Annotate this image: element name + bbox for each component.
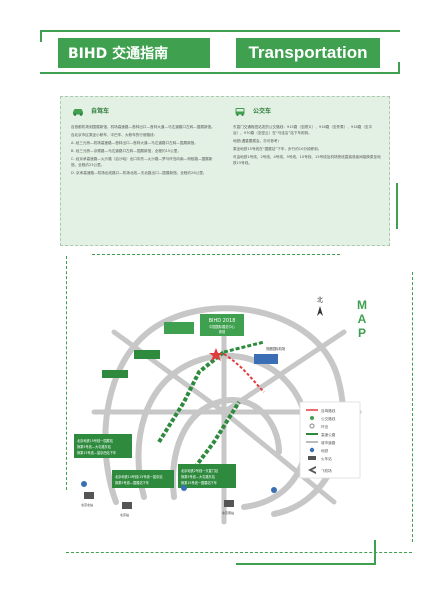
legend-label: 高速公路 bbox=[321, 432, 336, 437]
legend-label: 城市道路 bbox=[321, 440, 336, 445]
svg-text:北京地铁15号线一国展站: 北京地铁15号线一国展站 bbox=[77, 438, 114, 443]
driving-column: 自驾车 自首都机场到国展新馆，机场高速路—首林出口—首林大道—马达道路口左转—国… bbox=[71, 107, 219, 178]
driving-line: A. 经三元桥—机场高速路—首林出口—首林大道—马达道路口左转—国展新馆。 bbox=[71, 141, 198, 145]
subway-icon bbox=[181, 485, 187, 491]
header-right-tick bbox=[398, 62, 400, 74]
header-bottom-line bbox=[40, 72, 400, 74]
driving-line: B. 经三元桥—京顺路—马达道路口左转—国展新馆，全程约15公里。 bbox=[71, 149, 181, 153]
bus-icon bbox=[235, 108, 245, 116]
svg-text:换乘15号线一国展站下车: 换乘15号线一国展站下车 bbox=[181, 480, 217, 485]
map-frame-left bbox=[66, 256, 67, 490]
airport-marker bbox=[254, 354, 278, 364]
subway-icon bbox=[81, 481, 87, 487]
train-station-icon: 北京南站 bbox=[222, 500, 234, 515]
svg-text:换乘5号线—大屯路东站: 换乘5号线—大屯路东站 bbox=[181, 474, 216, 479]
svg-text:换乘5号线—国展站下车: 换乘5号线—国展站下车 bbox=[115, 480, 149, 485]
bus-column: 公交车 东直门交通枢纽站发的公交路线：915路（至顺义）、916路（至怀柔）、9… bbox=[233, 107, 381, 168]
driving-title: 自驾车 bbox=[91, 107, 110, 115]
map-frame-top bbox=[92, 254, 340, 255]
legend-label: 火车站 bbox=[321, 456, 332, 461]
svg-text:换乘13号线—望京西站下车: 换乘13号线—望京西站下车 bbox=[77, 450, 116, 455]
frame-accent-right bbox=[396, 183, 398, 229]
legend-label: 自驾路线 bbox=[321, 408, 336, 413]
subway-box-1: 北京地铁15号线一国展站 换乘5号线—大屯路东站 换乘13号线—望京西站下车 bbox=[74, 434, 132, 458]
legend-label: 地铁 bbox=[321, 448, 329, 453]
map-frame-bottom bbox=[66, 552, 412, 553]
svg-text:北京地铁14号线/15号线一望京站: 北京地铁14号线/15号线一望京站 bbox=[115, 474, 163, 479]
header-left-tick bbox=[40, 30, 42, 42]
driving-line: 自北京市区乘坐小轿车、中巴车、大轿车的行驶路线： bbox=[71, 133, 158, 137]
subway-box-3: 北京地铁2号线一东直门站 换乘5号线—大屯路东站 换乘15号线一国展站下车 bbox=[178, 464, 236, 488]
subway-box-2: 北京地铁14号线/15号线一望京站 换乘5号线—国展站下车 bbox=[112, 470, 174, 488]
legend-label: 环岛 bbox=[321, 424, 329, 429]
venue-label-cn: 中国国际展览中心 bbox=[209, 324, 235, 329]
map-frame-right bbox=[412, 272, 413, 542]
car-icon bbox=[73, 109, 83, 116]
map-vertical-label: M A P bbox=[357, 298, 367, 340]
driving-line: C. 经京承高速路—火沙路（后沙峪）出口向东—火沙路—梦马环岛向南—蚂蚁路—国展… bbox=[71, 157, 213, 167]
venue-label-en: BIHD 2018 bbox=[209, 318, 236, 324]
svg-text:北京北站: 北京北站 bbox=[81, 502, 93, 507]
train-station-icon: 北京北站 bbox=[81, 492, 94, 507]
map-legend: 自驾路线 公交路线 环岛 高速公路 城市道路 地铁 火车站 飞机场 bbox=[299, 401, 361, 479]
driving-line: D. 京承高速路—机场北线路口—机场北线—天北路出口—国展新馆，全程约26公里。 bbox=[71, 171, 207, 175]
page-title-en: Transportation bbox=[236, 38, 380, 68]
driving-line: 自首都机场到国展新馆，机场高速路—首林出口—首林大道—马达道路口左转—国展新馆。 bbox=[71, 125, 215, 129]
bus-line: 可由地铁1号线、2号线、4号线、5号线、10号线、13号线及机场快线直接或者间接… bbox=[233, 155, 381, 165]
train-station-icon: 北京站 bbox=[120, 502, 132, 517]
info-panel: 自驾车 自首都机场到国展新馆，机场高速路—首林出口—首林大道—马达道路口左转—国… bbox=[60, 96, 390, 246]
svg-text:换乘5号线—大屯路东站: 换乘5号线—大屯路东站 bbox=[77, 444, 112, 449]
subway-icon bbox=[271, 487, 277, 493]
bus-line: 乘坐地铁15号线在“国展站”下车，步行约10分钟即到。 bbox=[233, 147, 322, 151]
svg-text:北京地铁2号线一东直门站: 北京地铁2号线一东直门站 bbox=[181, 468, 219, 473]
north-arrow-icon: 北 bbox=[317, 296, 323, 316]
svg-text:北京南站: 北京南站 bbox=[222, 510, 234, 515]
legend-label: 飞机场 bbox=[321, 468, 332, 473]
legend-label: 公交路线 bbox=[321, 416, 336, 421]
svg-text:北京站: 北京站 bbox=[120, 512, 129, 517]
frame-accent-bottom bbox=[236, 563, 376, 565]
bus-line: 地铁(遇重要展会，亦可参考) bbox=[233, 139, 279, 143]
route-map: 自驾路线 公交路线 环岛 高速公路 城市道路 地铁 火车站 飞机场 北 BIHD… bbox=[74, 296, 362, 525]
svg-text:北: 北 bbox=[317, 296, 323, 304]
bus-title: 公交车 bbox=[253, 107, 272, 115]
page-title-cn: BIHD 交通指南 bbox=[58, 38, 210, 68]
venue-star-icon bbox=[209, 348, 223, 361]
venue-label-cn-2: 新馆 bbox=[219, 329, 225, 334]
frame-accent-bottom-tick bbox=[374, 540, 376, 564]
bus-line: 东直门交通枢纽站发的公交路线：915路（至顺义）、916路（至怀柔）、918路（… bbox=[233, 125, 373, 135]
airport-label: 首都国际机场 bbox=[266, 346, 285, 351]
header-top-line bbox=[40, 30, 400, 32]
